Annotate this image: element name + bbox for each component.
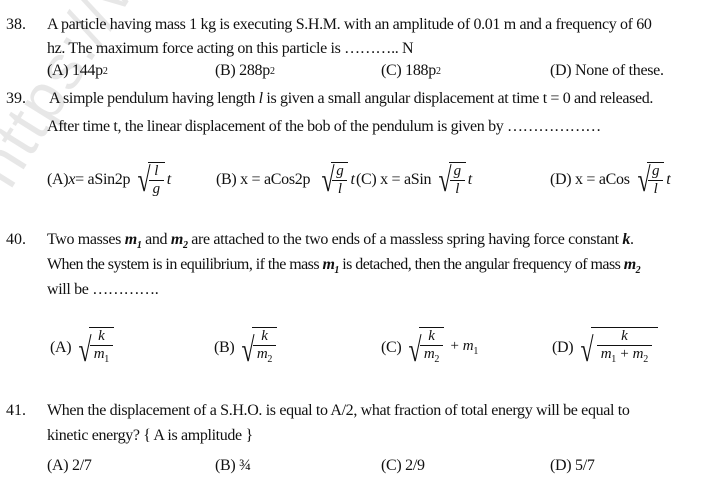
question-number: 38. [6,16,26,33]
question-text: When the displacement of a S.H.O. is equ… [47,402,630,419]
question-text: A simple pendulum having length l is giv… [49,90,654,107]
question-text: A particle having mass 1 kg is executing… [47,16,652,33]
option-d[interactable]: (D) None of these. [550,62,664,79]
option-c[interactable]: (C) 2/9 [381,457,425,474]
question-number: 39. [6,90,26,107]
question-text: Two masses m1 and m2 are attached to the… [47,231,634,252]
question-text: will be …………. [47,281,159,298]
option-a[interactable]: (A) 2/7 [47,457,92,474]
option-d[interactable]: (D) 5/7 [550,457,595,474]
question-text: When the system is in equilibrium, if th… [47,256,641,277]
question-text: kinetic energy? { A is amplitude } [47,427,253,444]
question-number: 40. [6,231,26,248]
question-number: 41. [6,402,26,419]
question-text: After time t, the linear displacement of… [47,118,601,135]
question-text: hz. The maximum force acting on this par… [47,40,414,57]
option-b[interactable]: (B) ¾ [215,457,251,474]
